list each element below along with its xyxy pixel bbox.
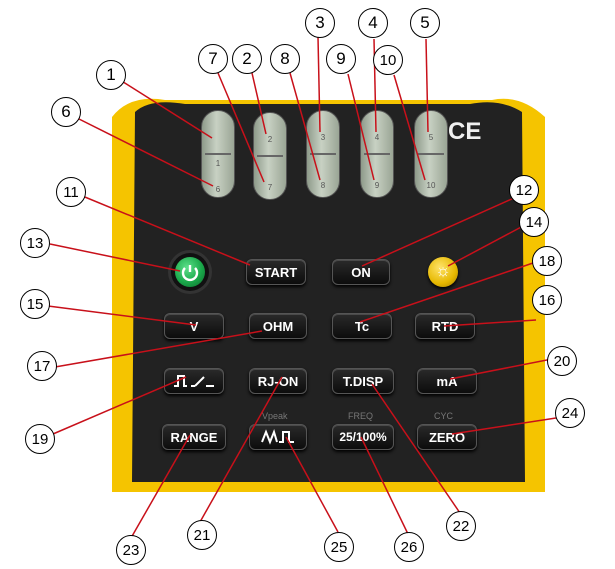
callout-11: 11 <box>56 177 86 207</box>
softkey-top-label: 2 <box>267 135 273 144</box>
freq-label: FREQ <box>348 411 374 421</box>
v-button[interactable]: V <box>164 313 224 339</box>
softkey-bottom-label: 9 <box>374 181 380 190</box>
softkey-bottom-label: 8 <box>320 181 326 190</box>
callout-8: 8 <box>270 44 300 74</box>
callout-23: 23 <box>116 535 146 565</box>
zero-button[interactable]: ZERO <box>417 424 477 450</box>
callout-1: 1 <box>96 60 126 90</box>
waveform-button[interactable] <box>249 424 307 450</box>
start-button[interactable]: START <box>246 259 306 285</box>
leader-25 <box>285 436 339 533</box>
leader-2 <box>251 72 267 135</box>
callout-17: 17 <box>27 351 57 381</box>
callout-20: 20 <box>547 346 577 376</box>
softkey-top-label: 4 <box>374 133 380 142</box>
softkey-bottom-label: 6 <box>215 185 221 194</box>
callout-14: 14 <box>519 207 549 237</box>
leader-18 <box>359 262 534 323</box>
power-button[interactable] <box>171 253 209 291</box>
callout-24: 24 <box>555 398 585 428</box>
leader-7 <box>217 72 265 183</box>
callout-21: 21 <box>187 520 217 550</box>
leader-10 <box>393 74 426 181</box>
softkey-split <box>310 153 336 155</box>
callout-2: 2 <box>232 44 262 74</box>
softkey-bottom-label: 7 <box>267 183 273 192</box>
softkey-bottom-label: 10 <box>426 181 436 190</box>
leader-9 <box>347 73 375 181</box>
softkey-split <box>205 153 231 155</box>
leader-23 <box>130 434 191 539</box>
callout-12: 12 <box>509 175 539 205</box>
callout-26: 26 <box>394 532 424 562</box>
leader-19 <box>52 376 187 435</box>
softkey-top-label: 1 <box>215 159 221 168</box>
leader-20 <box>449 358 553 380</box>
leader-24 <box>451 417 557 435</box>
callout-25: 25 <box>324 532 354 562</box>
leader-26 <box>360 436 409 535</box>
ma-button[interactable]: mA <box>417 368 477 394</box>
leader-11 <box>79 194 251 266</box>
percent-button[interactable]: 25/100% <box>332 424 394 450</box>
softkey-split <box>364 153 390 155</box>
ohm-button[interactable]: OHM <box>249 313 307 339</box>
leader-5 <box>425 38 429 133</box>
on-button[interactable]: ON <box>332 259 390 285</box>
leader-21 <box>199 376 283 523</box>
callout-6: 6 <box>51 97 81 127</box>
callout-16: 16 <box>532 285 562 315</box>
leader-6 <box>74 116 214 187</box>
callout-4: 4 <box>358 8 388 38</box>
softkey-4-9[interactable]: 4 9 <box>360 110 394 198</box>
waveform-icon <box>261 429 294 445</box>
callout-3: 3 <box>305 8 335 38</box>
pulse-switch-button[interactable] <box>164 368 224 394</box>
callout-5: 5 <box>410 8 440 38</box>
range-button[interactable]: RANGE <box>162 424 226 450</box>
ce-mark: CE <box>448 118 482 145</box>
callout-9: 9 <box>326 44 356 74</box>
callout-15: 15 <box>20 289 50 319</box>
power-icon <box>175 257 205 287</box>
leader-1 <box>119 79 213 139</box>
pulse-switch-icon <box>174 375 214 387</box>
callout-18: 18 <box>532 246 562 276</box>
leader-17 <box>54 330 263 368</box>
softkey-3-8[interactable]: 3 8 <box>306 110 340 198</box>
softkey-split <box>257 155 283 157</box>
softkey-split <box>418 153 444 155</box>
backlight-button[interactable]: ☼ <box>428 257 458 287</box>
callout-22: 22 <box>446 511 476 541</box>
tc-button[interactable]: Tc <box>332 313 392 339</box>
leader-14 <box>447 224 526 267</box>
leader-13 <box>49 243 181 272</box>
leader-15 <box>47 305 197 326</box>
callout-10: 10 <box>373 45 403 75</box>
leader-8 <box>289 72 321 181</box>
sun-icon: ☼ <box>435 261 451 280</box>
vpeak-label: Vpeak <box>262 411 288 421</box>
callout-19: 19 <box>25 424 55 454</box>
rj-on-button[interactable]: RJ-ON <box>249 368 307 394</box>
callout-13: 13 <box>20 228 50 258</box>
cyc-label: CYC <box>434 411 454 421</box>
leader-16 <box>443 319 537 327</box>
softkey-1-6[interactable]: 1 6 <box>201 110 235 198</box>
softkey-5-10[interactable]: 5 10 <box>414 110 448 198</box>
leader-22 <box>371 383 461 514</box>
leader-12 <box>361 197 515 267</box>
callout-7: 7 <box>198 44 228 74</box>
leader-3 <box>317 36 321 133</box>
softkey-top-label: 3 <box>320 133 326 142</box>
rtd-button[interactable]: RTD <box>415 313 475 339</box>
softkey-top-label: 5 <box>428 133 434 142</box>
softkey-2-7[interactable]: 2 7 <box>253 112 287 200</box>
